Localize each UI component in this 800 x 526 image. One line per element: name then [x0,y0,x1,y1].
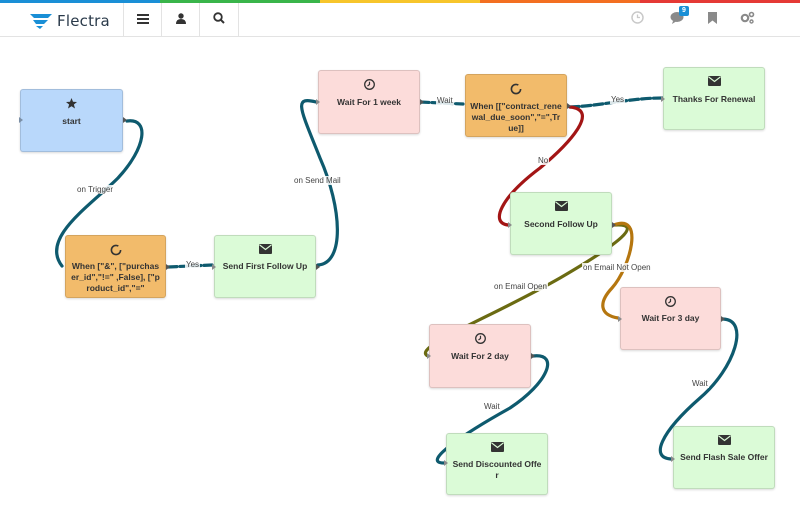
search-icon [213,11,225,29]
node-condition-purchaser-label: When ["&", ["purchaser_id","!=" ,False],… [71,261,160,293]
edge-no [497,105,584,227]
brand-color-strip [0,0,800,3]
node-condition-contract-renewal-label: When [["contract_renewal_due_soon","=",T… [470,101,562,133]
search-button[interactable] [199,3,239,37]
node-wait-3-day[interactable]: Wait For 3 day [620,287,721,350]
node-send-first-follow-up-label: Send First Follow Up [222,261,308,271]
node-thanks-for-renewal[interactable]: Thanks For Renewal [663,67,765,130]
edge-label-on-email-not-open: on Email Not Open [582,263,652,272]
node-wait-1-week[interactable]: Wait For 1 week [318,70,420,134]
hamburger-icon [136,11,149,29]
node-condition-purchaser[interactable]: When ["&", ["purchaser_id","!=" ,False],… [65,235,166,298]
edge-on-send-mail [300,99,339,267]
clock-icon [630,11,644,29]
envelope-icon [447,442,547,452]
envelope-icon [674,435,774,445]
output-port[interactable] [721,316,725,322]
node-send-flash-sale-offer[interactable]: Send Flash Sale Offer [673,426,775,489]
workflow-canvas[interactable]: start When ["&", ["purchaser_id","!=" ,F… [0,38,800,526]
node-wait-2-day[interactable]: Wait For 2 day [429,324,531,388]
node-second-follow-up[interactable]: Second Follow Up [510,192,612,255]
edge-label-on-email-open: on Email Open [493,282,548,291]
input-port[interactable] [212,264,216,270]
activity-button[interactable] [622,3,652,37]
input-port[interactable] [618,316,622,322]
cogs-icon [740,11,755,29]
user-menu-button[interactable] [161,3,199,37]
node-second-follow-up-label: Second Follow Up [524,219,598,229]
user-icon [175,11,186,29]
node-send-first-follow-up[interactable]: Send First Follow Up [214,235,316,298]
edge-on-trigger [54,119,144,268]
edge-label-on-trigger: on Trigger [76,185,115,194]
menu-button[interactable] [123,3,161,37]
clock-icon [430,333,530,344]
output-port[interactable] [531,353,535,359]
edge-label-wait: Wait [691,379,709,388]
output-port[interactable] [567,103,571,109]
input-port[interactable] [444,460,448,466]
node-wait-3-day-label: Wait For 3 day [641,313,700,323]
input-port[interactable] [508,222,512,228]
app-logo[interactable]: Flectra [28,9,110,33]
input-port[interactable] [427,353,431,359]
output-port[interactable] [612,222,616,228]
edge-on-email-not-open [601,221,634,320]
input-port[interactable] [316,99,320,105]
top-navbar: Flectra 9 [0,3,800,37]
clock-icon [621,296,720,307]
logo-text: Flectra [57,12,110,30]
messages-count-badge: 9 [679,6,689,16]
envelope-icon [511,201,611,211]
edge-wait-3 [658,317,739,461]
node-wait-1-week-label: Wait For 1 week [337,97,401,107]
clock-icon [319,79,419,90]
bookmark-button[interactable] [697,3,727,37]
node-start[interactable]: start [20,89,123,152]
edge-label-no: No [537,156,550,165]
logo-icon [28,12,54,30]
star-icon [21,98,122,109]
edge-wait-2 [435,354,550,465]
output-port[interactable] [420,99,424,105]
node-wait-2-day-label: Wait For 2 day [451,351,509,361]
spinner-icon [466,83,566,95]
spinner-icon [66,244,165,256]
node-thanks-for-renewal-label: Thanks For Renewal [672,94,756,104]
envelope-icon [215,244,315,254]
settings-button[interactable] [732,3,762,37]
node-start-label: start [62,116,81,126]
messages-button[interactable]: 9 [662,3,692,37]
node-send-discounted-offer-label: Send Discounted Offer [452,459,542,480]
input-port[interactable] [671,456,675,462]
output-port[interactable] [123,117,127,123]
bookmark-icon [707,11,717,29]
edge-label-wait: Wait [483,402,501,411]
input-port[interactable] [661,96,665,102]
edge-label-yes: Yes [610,95,626,104]
edge-label-on-send-mail: on Send Mail [293,176,342,185]
envelope-icon [664,76,764,86]
node-send-discounted-offer[interactable]: Send Discounted Offer [446,433,548,495]
node-send-flash-sale-offer-label: Send Flash Sale Offer [680,452,768,462]
node-condition-contract-renewal[interactable]: When [["contract_renewal_due_soon","=",T… [465,74,567,137]
output-port[interactable] [166,264,170,270]
input-port[interactable] [19,117,23,123]
output-port[interactable] [316,264,320,270]
edge-label-wait: Wait [436,96,454,105]
edge-label-yes: Yes [185,260,201,269]
